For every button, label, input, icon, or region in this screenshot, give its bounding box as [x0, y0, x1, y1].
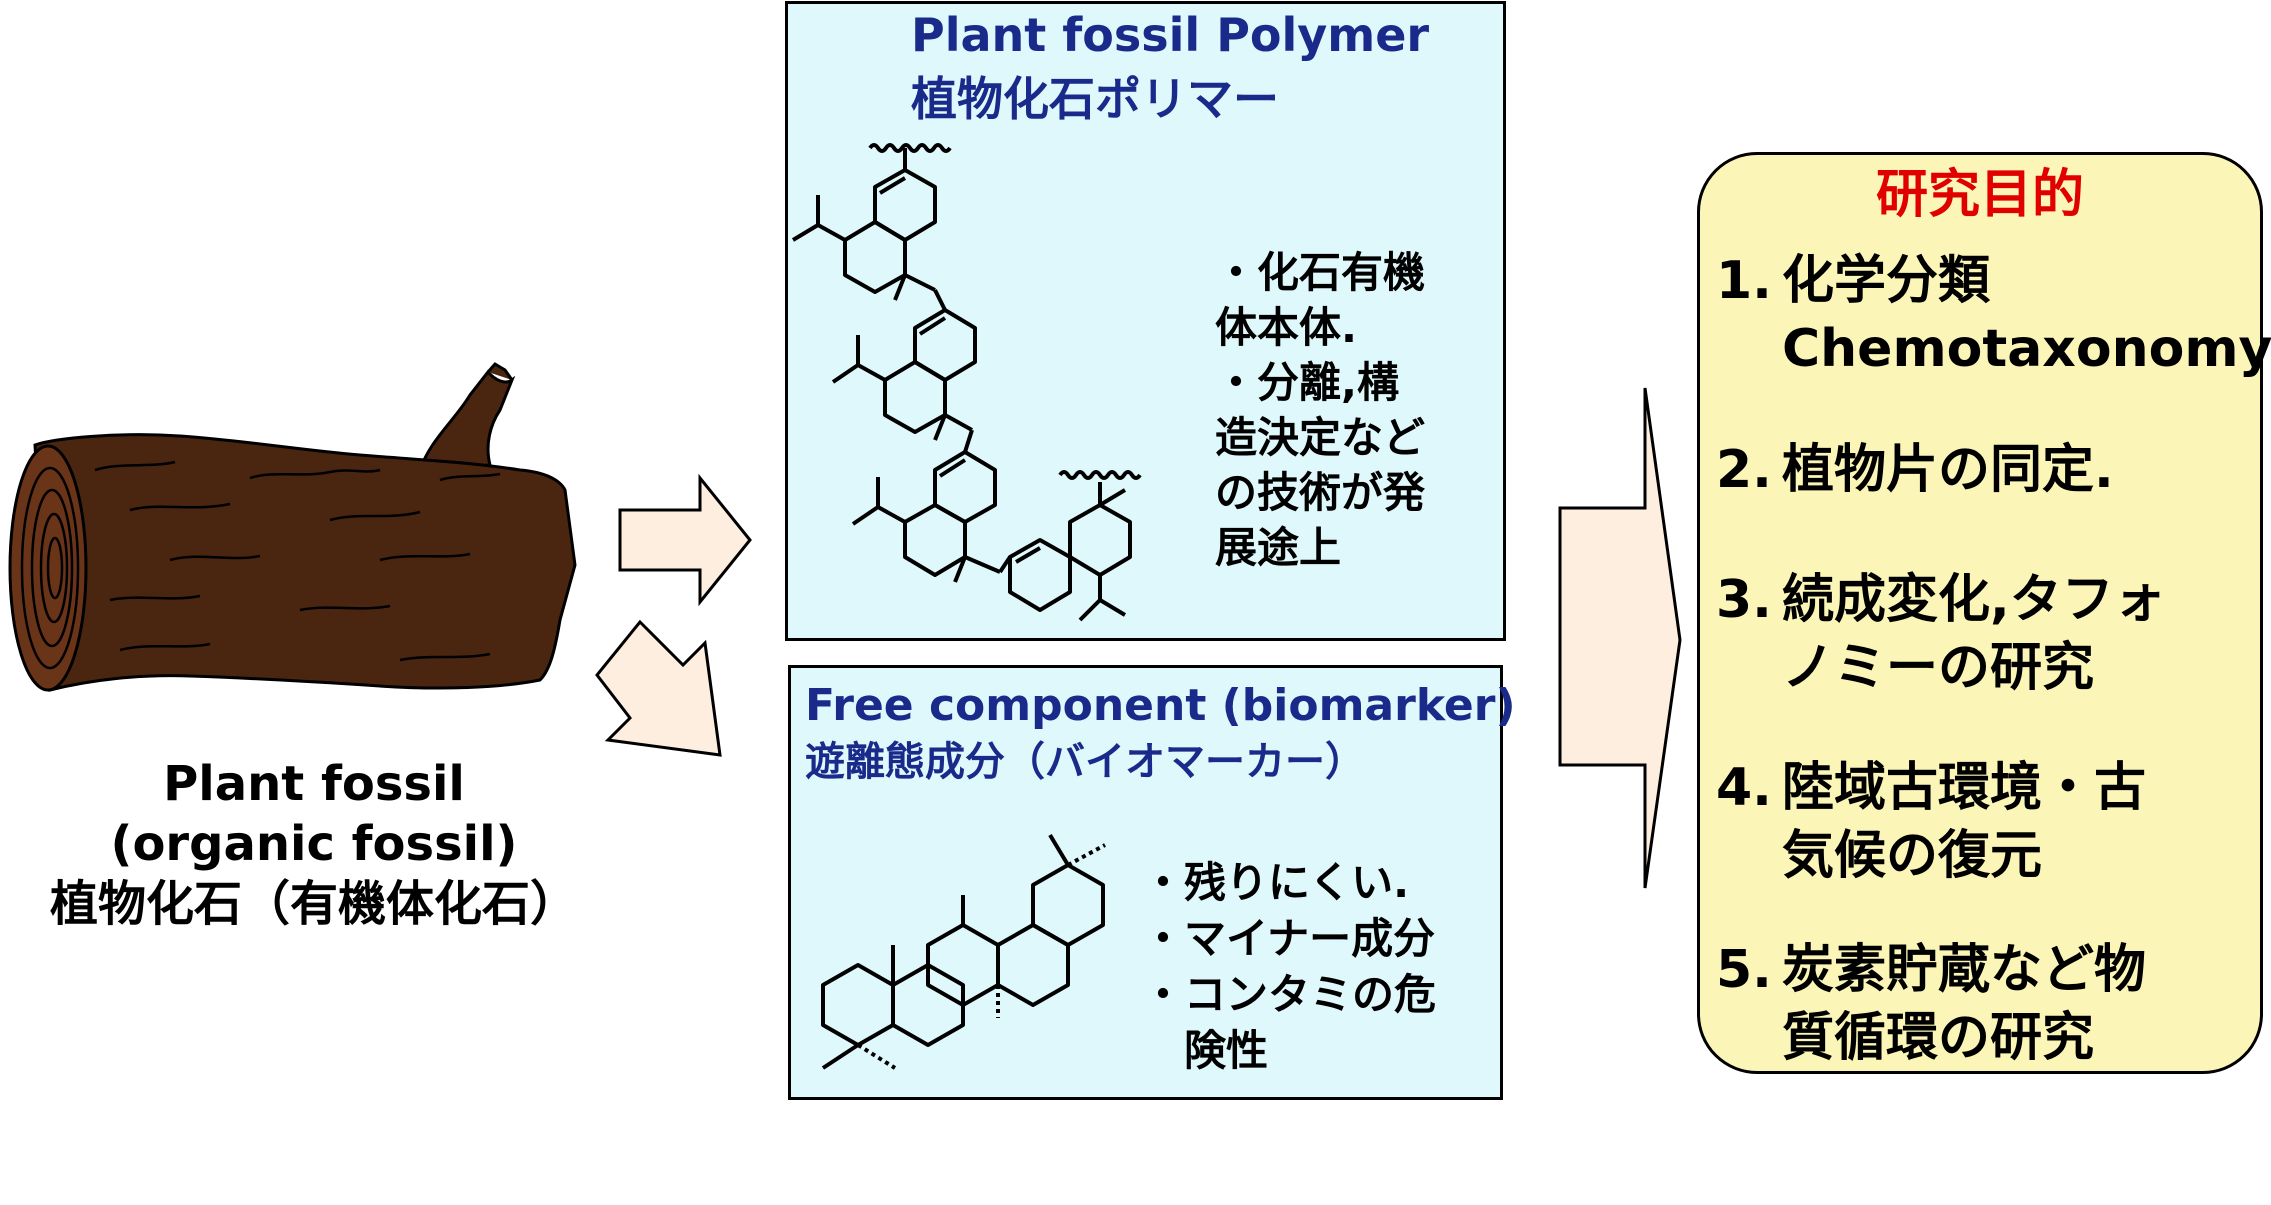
free-note-line: 険性	[1142, 1026, 1269, 1075]
purpose-item-text: 化学分類	[1782, 251, 1991, 311]
free-note-line: ・コンタミの危	[1142, 970, 1437, 1019]
triterpane-structure-diagram	[821, 833, 1106, 1070]
fossil-label-en2: (organic fossil)	[110, 816, 518, 872]
arrow-diagonal-to-free	[595, 619, 722, 757]
purpose-item-text: 続成変化,タフォ	[1782, 570, 2166, 630]
purpose-item-1: 1.化学分類 Chemotaxonomy	[1716, 247, 2271, 383]
purpose-item-text: 炭素貯蔵など物	[1782, 940, 2147, 1000]
purpose-item-number: 5.	[1716, 940, 1772, 1000]
polymer-notes: ・化石有機 体本体. ・分離,構 造決定など の技術が発 展途上	[1215, 245, 1425, 575]
big-arrow	[1558, 387, 1682, 889]
fossil-label: Plant fossil (organic fossil) 植物化石（有機体化石…	[0, 754, 628, 934]
big-arrow-shape	[1558, 387, 1682, 889]
purpose-item-number: 4.	[1716, 758, 1772, 818]
free-notes: ・残りにくい. ・マイナー成分 ・コンタミの危 険性	[1142, 855, 1436, 1079]
polymer-note-line: ・化石有機	[1215, 248, 1426, 297]
polymer-wavy-bond-top	[868, 143, 952, 153]
polymer-note-line: 造決定など	[1215, 413, 1426, 462]
free-component-panel	[788, 665, 1503, 1100]
fossil-label-en: Plant fossil	[163, 756, 465, 812]
log-trunk	[33, 433, 577, 692]
purpose-item-text-line2: 質循環の研究	[1782, 1008, 2095, 1068]
log-illustration	[8, 362, 577, 692]
purpose-item-4: 4.陸域古環境・古 気候の復元	[1716, 754, 2146, 890]
polymer-wavy-bond-right	[1058, 470, 1142, 480]
polymer-note-line: の技術が発	[1215, 468, 1426, 517]
free-note-line: ・マイナー成分	[1142, 914, 1436, 963]
polymer-note-line: 展途上	[1215, 523, 1342, 572]
polymer-structure-diagram	[791, 143, 1142, 622]
purpose-item-text: 陸域古環境・古	[1782, 758, 2147, 818]
left-arrows	[595, 473, 752, 757]
purpose-item-number: 2.	[1716, 440, 1772, 500]
growth-rings	[20, 466, 80, 670]
arrow-right-to-polymer	[618, 473, 752, 607]
fossil-label-ja: 植物化石（有機体化石）	[49, 876, 578, 932]
purpose-item-number: 1.	[1716, 251, 1772, 311]
purpose-item-5: 5.炭素貯蔵など物 質循環の研究	[1716, 936, 2146, 1072]
purpose-item-number: 3.	[1716, 570, 1772, 630]
purpose-item-text-line2: ノミーの研究	[1782, 638, 2095, 698]
purpose-item-text-line2: 気候の復元	[1782, 826, 2043, 886]
free-title-ja: 遊離態成分（バイオマーカー）	[805, 739, 1365, 785]
log-branch	[417, 369, 516, 472]
purpose-item-text: 植物片の同定.	[1782, 440, 2114, 500]
polymer-note-line: 体本体.	[1215, 303, 1357, 352]
purpose-item-3: 3.続成変化,タフォ ノミーの研究	[1716, 566, 2166, 702]
polymer-note-line: ・分離,構	[1215, 358, 1399, 407]
free-title-en: Free component (biomarker)	[805, 680, 1516, 731]
bark-cracks	[94, 460, 501, 662]
polymer-title-ja: 植物化石ポリマー	[911, 72, 1279, 126]
purpose-item-text-line2: Chemotaxonomy	[1782, 319, 2271, 379]
polymer-title-en: Plant fossil Polymer	[911, 8, 1430, 62]
biomarker-ringE	[1031, 863, 1105, 947]
free-note-line: ・残りにくい.	[1142, 858, 1410, 907]
research-purpose-box	[1697, 152, 2263, 1074]
purpose-item-2: 2.植物片の同定.	[1716, 436, 2114, 504]
research-purpose-title: 研究目的	[1875, 165, 2084, 225]
